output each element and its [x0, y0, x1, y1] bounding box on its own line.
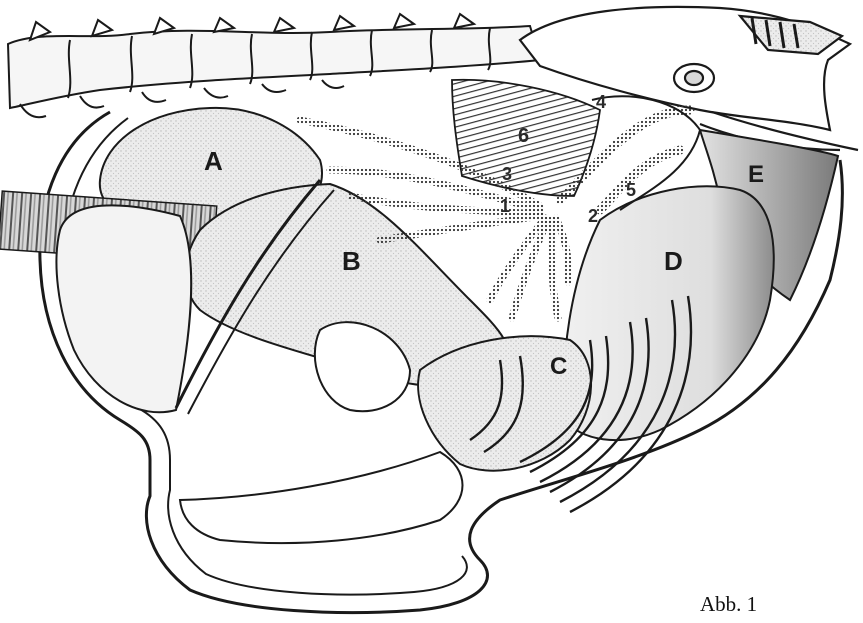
marker-label-6: 6: [518, 125, 529, 147]
marker-label-3: 3: [502, 164, 512, 184]
marker-label-5: 5: [626, 180, 636, 200]
region-label-c: C: [550, 353, 567, 380]
region-label-d: D: [664, 246, 683, 276]
marker-label-1: 1: [500, 196, 510, 216]
marker-label-4: 4: [596, 92, 606, 112]
region-label-b: B: [342, 246, 361, 276]
region-label-e: E: [748, 161, 764, 188]
marker-label-2: 2: [588, 206, 598, 226]
figure-caption: Abb. 1: [700, 592, 757, 617]
region-label-a: A: [204, 146, 223, 176]
